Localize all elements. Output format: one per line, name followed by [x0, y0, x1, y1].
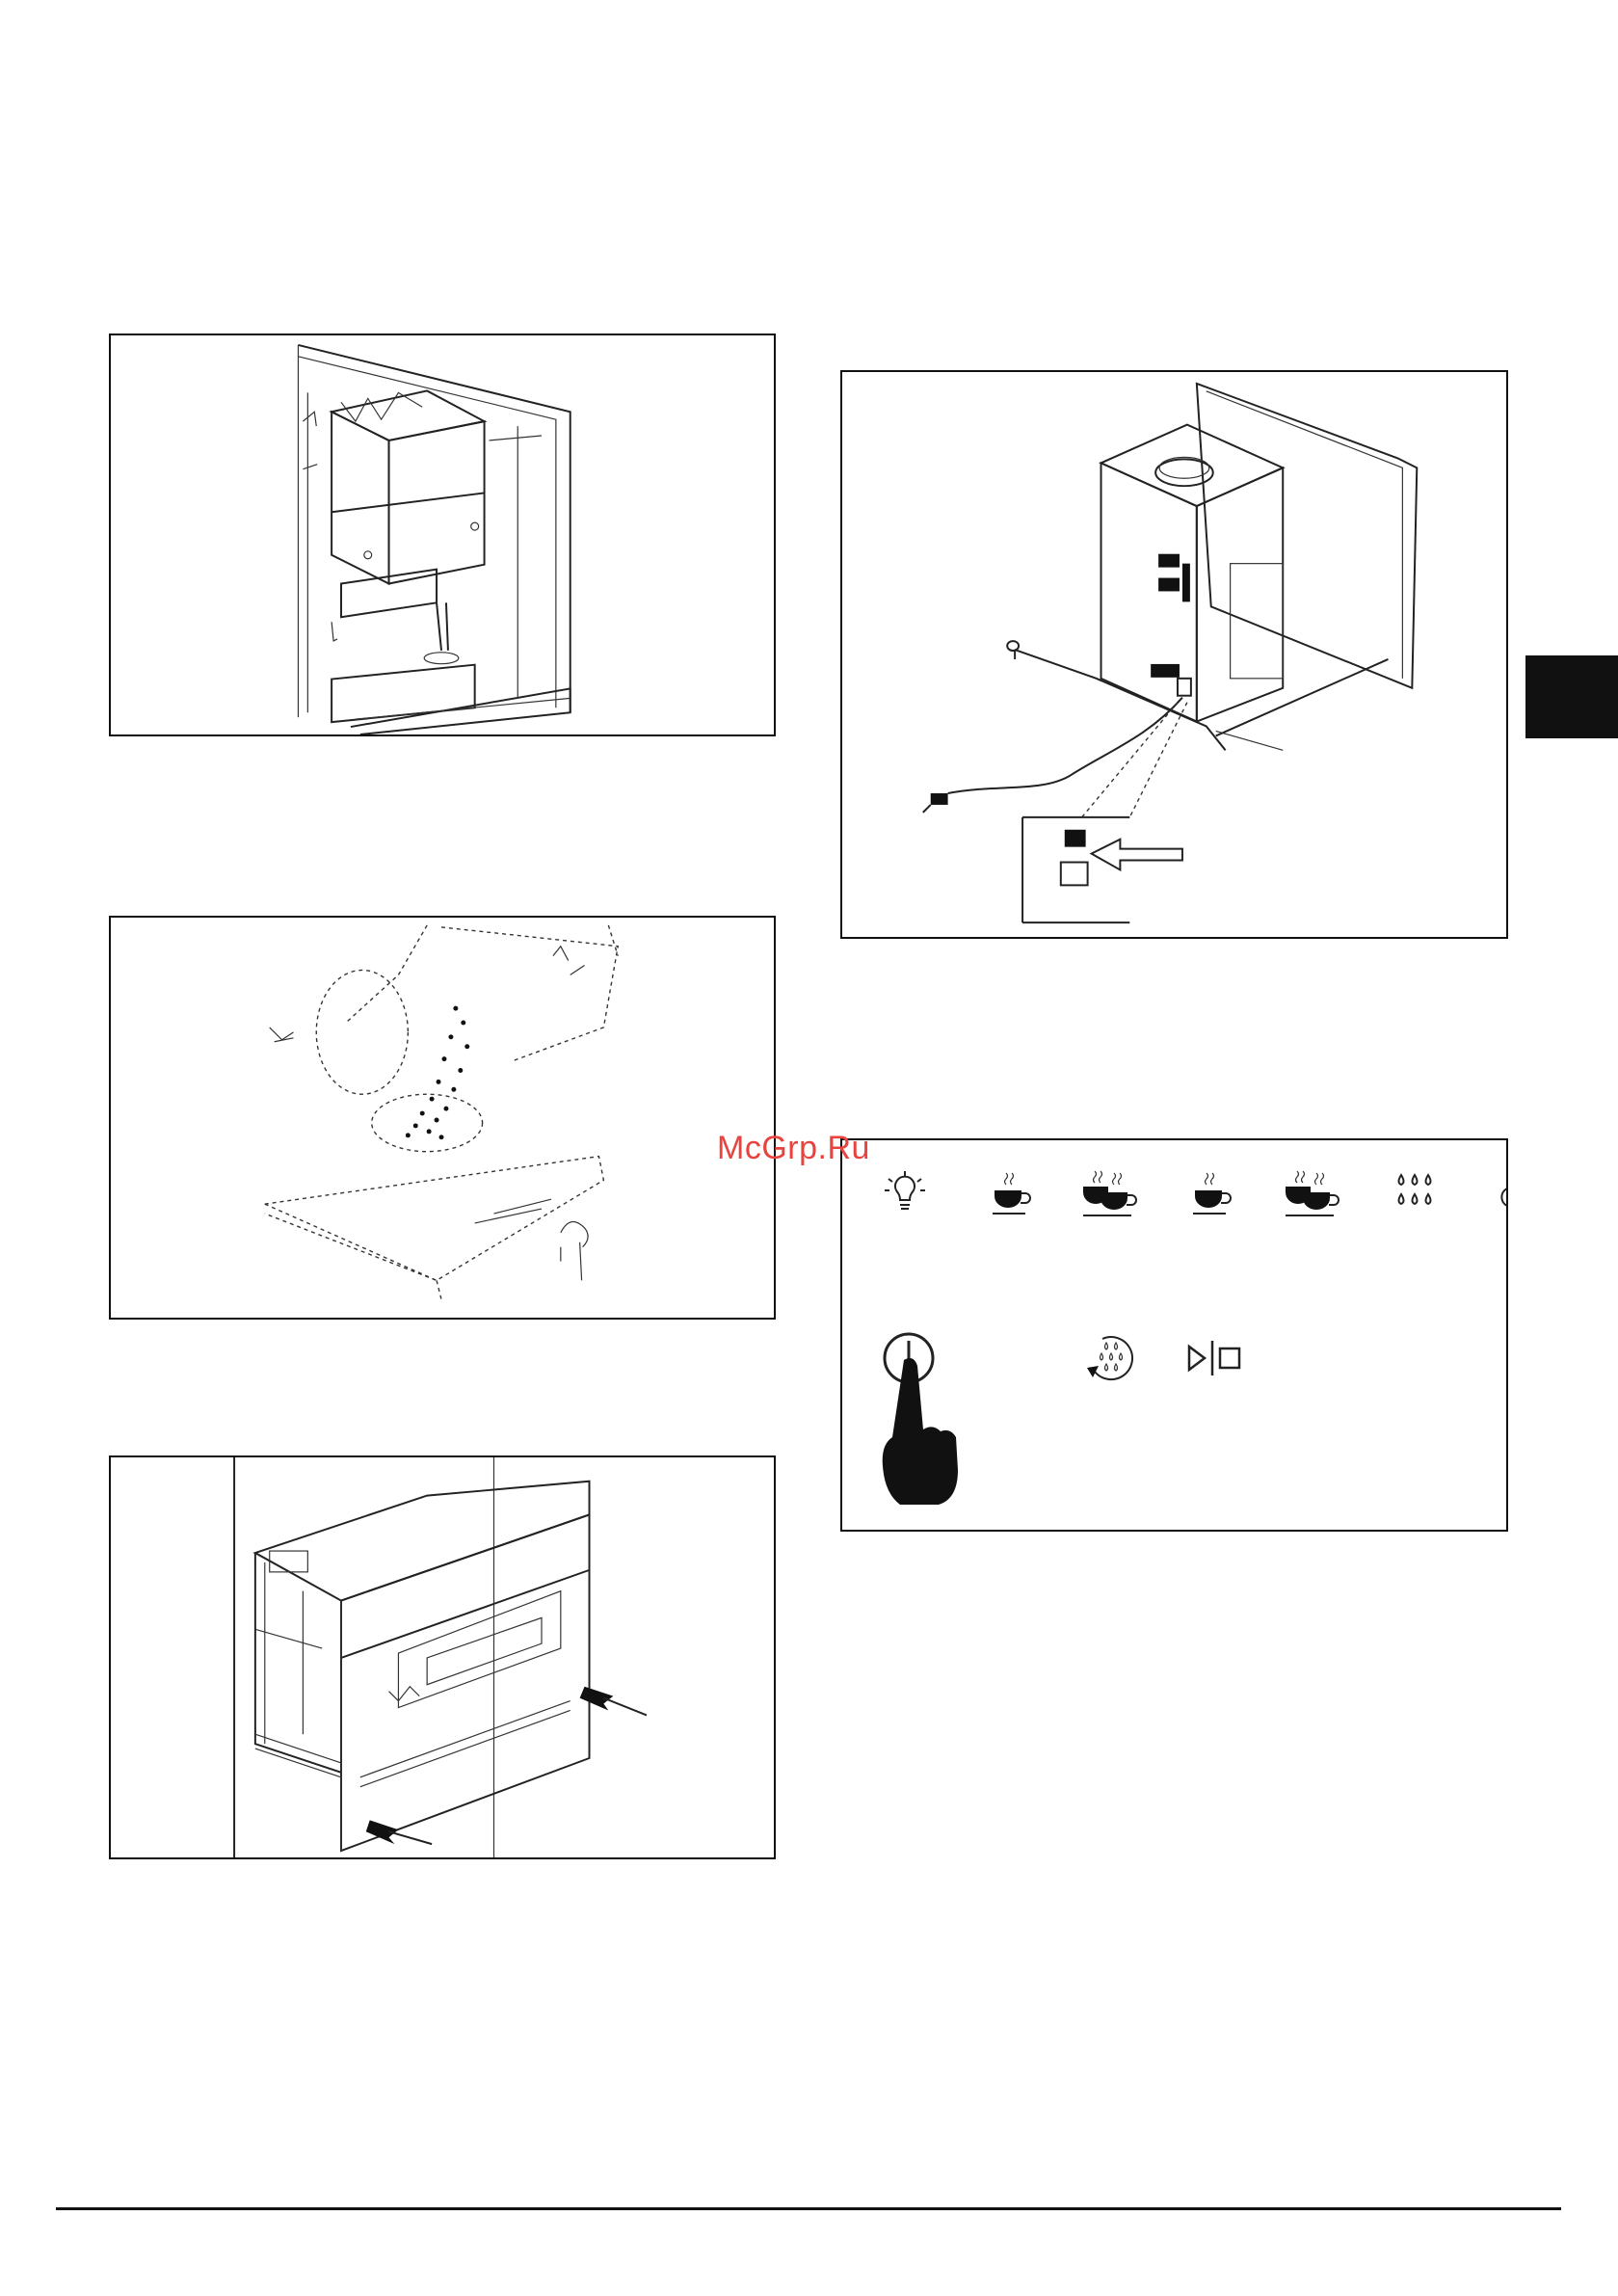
figure-power-connection: [840, 370, 1508, 939]
installation-illustration: [111, 1457, 774, 1857]
watermark-text: McGrp.Ru: [717, 1130, 870, 1167]
bean-hopper-illustration: [111, 918, 774, 1318]
start-stop-icon: [1185, 1339, 1247, 1377]
cup-single-icon: [1189, 1169, 1235, 1221]
figure-installation: [109, 1455, 776, 1859]
figure-bean-hopper: [109, 916, 776, 1320]
footer-rule: [56, 2207, 1561, 2210]
brew-unit-illustration: [111, 335, 774, 734]
partial-icon: [1490, 1183, 1508, 1212]
figure-brew-unit: [109, 334, 776, 736]
light-icon: [881, 1169, 929, 1221]
cup-single-icon: [989, 1169, 1035, 1221]
coffee-beans: [406, 1006, 469, 1140]
figure-control-panel: [840, 1138, 1508, 1532]
power-connection-illustration: [842, 372, 1506, 937]
cup-double-icon: [1081, 1169, 1141, 1221]
cup-double-icon: [1284, 1169, 1343, 1221]
rinse-cycle-icon: [1081, 1329, 1141, 1387]
vent-grille: [1151, 554, 1190, 678]
pointing-hand-icon: [877, 1352, 960, 1497]
section-tab-marker: [1525, 655, 1618, 738]
water-drops-icon: [1392, 1169, 1438, 1221]
